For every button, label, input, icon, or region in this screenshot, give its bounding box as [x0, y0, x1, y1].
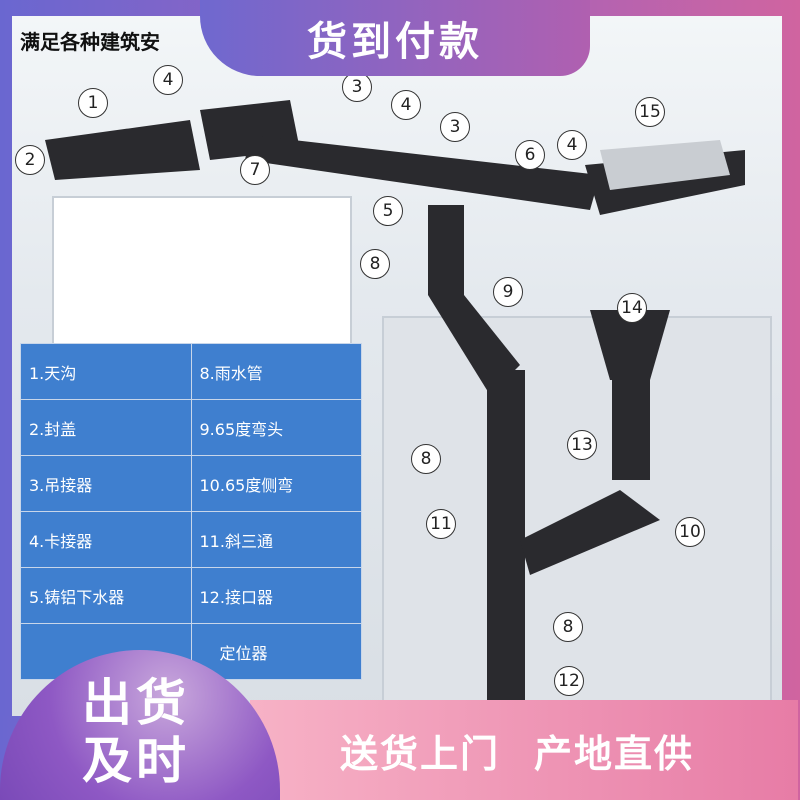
callout-10: 10 — [675, 517, 705, 547]
callout-3: 3 — [342, 72, 372, 102]
gutter-parts — [45, 100, 745, 700]
footer-origin: 产地直供 — [534, 731, 695, 776]
downpipe-top — [428, 205, 464, 295]
table-cell: 12.接口器 — [190, 567, 362, 624]
cod-banner: 货到付款 — [200, 0, 590, 76]
table-cell: 1.天沟 — [20, 343, 192, 400]
callout-4: 4 — [391, 90, 421, 120]
callout-5: 5 — [373, 196, 403, 226]
table-cell: 定位器 — [190, 623, 362, 680]
downpipe — [487, 370, 525, 700]
callout-8: 8 — [360, 249, 390, 279]
callout-14: 14 — [617, 293, 647, 323]
table-cell: 5.铸铝下水器 — [20, 567, 192, 624]
badge-line2: 及时 — [82, 732, 190, 790]
table-cell: 8.雨水管 — [190, 343, 362, 400]
side-bend — [520, 490, 660, 575]
badge-line1: 出货 — [82, 674, 190, 732]
table-cell: 11.斜三通 — [190, 511, 362, 568]
table-cell: 3.吊接器 — [20, 455, 192, 512]
footer-banner: 送货上门 产地直供 — [250, 700, 798, 800]
callout-6: 6 — [515, 140, 545, 170]
callout-13: 13 — [567, 430, 597, 460]
callout-12: 12 — [554, 666, 584, 696]
callout-8: 8 — [553, 612, 583, 642]
hopper-pipe — [612, 380, 650, 480]
headline: 满足各种建筑安 — [20, 30, 160, 54]
gutter-left — [45, 120, 200, 180]
callout-15: 15 — [635, 97, 665, 127]
callout-1: 1 — [78, 88, 108, 118]
table-cell: 10.65度侧弯 — [190, 455, 362, 512]
callout-7: 7 — [240, 155, 270, 185]
table-cell: 9.65度弯头 — [190, 399, 362, 456]
callout-9: 9 — [493, 277, 523, 307]
callout-4: 4 — [153, 65, 183, 95]
footer-delivery: 送货上门 — [340, 731, 501, 776]
callout-4: 4 — [557, 130, 587, 160]
callout-8: 8 — [411, 444, 441, 474]
table-cell: 4.卡接器 — [20, 511, 192, 568]
callout-11: 11 — [426, 509, 456, 539]
badge-text: 出货 及时 — [82, 674, 190, 790]
table-cell: 2.封盖 — [20, 399, 192, 456]
callout-3: 3 — [440, 112, 470, 142]
leaf-guard — [600, 140, 730, 190]
rain-hopper — [590, 310, 670, 380]
gutter-main — [245, 135, 600, 210]
cod-banner-text: 货到付款 — [307, 19, 483, 65]
callout-2: 2 — [15, 145, 45, 175]
